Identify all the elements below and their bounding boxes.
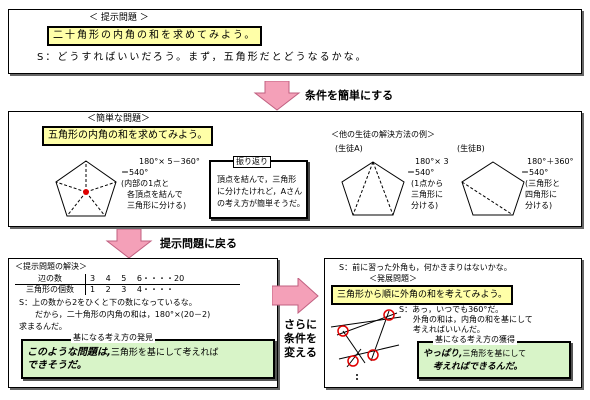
development-problem: 三角形から順に外角の和を考えてみよう。 [331, 285, 514, 305]
pentagon-student-b-diagram [461, 161, 525, 216]
pentagon-center-diagram [55, 160, 117, 217]
student-a-label: (生徒A) [335, 144, 363, 153]
discovery-title: 基になる考え方の発見 [71, 333, 155, 343]
exterior-angle-diagram [330, 309, 402, 380]
remark-line: 考えればいいんだ。 [413, 325, 485, 334]
remark-line: だから，二十角形の内角の和は，180°×(20－2) [35, 310, 211, 319]
calc-line: 180°＋360° [527, 157, 574, 166]
calc-line: (内部の1点と [121, 179, 170, 188]
calc-line: ＝540° [521, 168, 549, 177]
development-remarks: S：あっ，いつでも360°だ。 外角の和は，内角の和を基にして 考えればいいんだ… [399, 305, 533, 335]
calc-line: 180°× 3 [415, 157, 449, 166]
table-row-label: 辺の数 [38, 274, 62, 283]
change-condition-line: さらに [284, 318, 317, 331]
remark-line: S：上の数から2をひくと下の数になっているな。 [19, 298, 197, 307]
discovery-text: 三角形を基にして考えれば [110, 348, 219, 358]
calc-line: (1点から [411, 179, 444, 188]
solution-panel: ＜提示問題の解決＞ 辺の数 3 4 5 6・・・・20 三角形の個数 1 2 3… [8, 258, 278, 388]
reflection-line: 頂点を結んで，三角形 [217, 175, 297, 184]
calc-line: 各頂点を結んで [127, 190, 183, 199]
remark-line: 外角の和は，内角の和を基にして [413, 315, 533, 324]
discovery-box: 基になる考え方の発見 このような問題は,三角形を基にして考えれば できそうだ。 [21, 333, 275, 379]
down-arrow-1 [253, 81, 301, 111]
acquisition-text: 三角形を基にして [462, 349, 527, 358]
calc-line: ＝540° [121, 168, 149, 177]
table-row-values: 1 2 3 4・・・・ [85, 285, 240, 295]
presented-problem-heading: ＜ 提示問題 ＞ [89, 13, 149, 23]
change-condition-line: 変える [284, 346, 317, 359]
calc-line: 180°× 5－360° [139, 157, 200, 166]
simplify-condition-label: 条件を簡単にする [305, 89, 394, 102]
other-methods-heading: ＜他の生徒の解決方法の例＞ [331, 130, 435, 139]
calc-line: 四角形に [525, 190, 557, 199]
calc-line: 三角形に [411, 190, 443, 199]
student-opening-remark: S：どうすればいいだろう。まず，五角形だとどうなるかな。 [37, 52, 368, 63]
acquisition-conclusion: 考えればできるんだ。 [433, 362, 523, 372]
student-b-label: (生徒B) [457, 144, 485, 153]
table-row-values: 3 4 5 6・・・・20 [85, 274, 240, 284]
student-b-calc: 180°＋360° ＝540° (三角形と 四角形に 分ける) [521, 156, 574, 211]
discovery-emphasis: このような問題は, [27, 347, 111, 358]
simple-problem-panel: ＜簡単な問題＞ 五角形の内角の和を求めてみよう。 180°× 5－360° ＝5… [8, 111, 582, 227]
return-to-problem-label: 提示問題に戻る [160, 237, 237, 250]
presented-problem-text: 二十角形の内角の和を求めてみよう。 [47, 26, 263, 46]
calc-line: 三角形に分ける) [127, 201, 187, 210]
change-condition-line: 条件を [284, 332, 317, 345]
acquisition-box: 基になる考え方の獲得 やっぱり,三角形を基にして 考えればできるんだ。 [417, 335, 571, 379]
student-a-calc: 180°× 3 ＝540° (1点から 三角形に 分ける) [407, 156, 449, 211]
reflection-line: の考え方が簡単そうだ。 [217, 199, 305, 208]
simple-calc: 180°× 5－360° ＝540° (内部の1点と 各頂点を結んで 三角形に分… [121, 156, 200, 211]
reflection-title: 振り返り [233, 156, 271, 168]
down-arrow-2 [105, 229, 153, 259]
pentagon-student-a-diagram [341, 161, 405, 216]
development-intro: S：前に習った外角も，何かきまりはないかな。 [339, 263, 512, 272]
acquisition-title: 基になる考え方の獲得 [433, 335, 517, 345]
reflection-box: 振り返り 頂点を結んで，三角形 に分けたけれど，Aさん の考え方が簡単そうだ。 [209, 156, 308, 219]
discovery-conclusion: できそうだ。 [27, 360, 87, 371]
presented-problem-panel: ＜ 提示問題 ＞ 二十角形の内角の和を求めてみよう。 S：どうすればいいだろう。… [8, 9, 582, 74]
development-heading: ＜発展問題＞ [369, 274, 417, 283]
solution-remarks: S：上の数から2をひくと下の数になっているな。 だから，二十角形の内角の和は，1… [19, 297, 210, 333]
table-row-label: 三角形の個数 [26, 285, 74, 294]
solution-heading: ＜提示問題の解決＞ [15, 262, 87, 271]
calc-line: 分ける) [525, 201, 553, 210]
simple-problem-text: 五角形の内角の和を求めてみよう。 [42, 126, 214, 146]
acquisition-emphasis: やっぱり, [423, 349, 463, 359]
change-condition-label: さらに 条件を 変える [284, 318, 317, 360]
right-arrow [272, 278, 319, 314]
remark-line: S：あっ，いつでも360°だ。 [399, 305, 504, 314]
development-panel: S：前に習った外角も，何かきまりはないかな。 ＜発展問題＞ 三角形から順に外角の… [324, 258, 582, 388]
calc-line: (三角形と [525, 179, 561, 188]
reflection-line: に分けたけれど，Aさん [217, 187, 303, 196]
calc-line: ＝540° [407, 168, 435, 177]
simple-problem-heading: ＜簡単な問題＞ [87, 114, 151, 124]
calc-line: 分ける) [411, 201, 439, 210]
solution-table: 辺の数 3 4 5 6・・・・20 三角形の個数 1 2 3 4・・・・ [15, 274, 240, 295]
remark-line: 求まるんだ。 [19, 322, 67, 331]
